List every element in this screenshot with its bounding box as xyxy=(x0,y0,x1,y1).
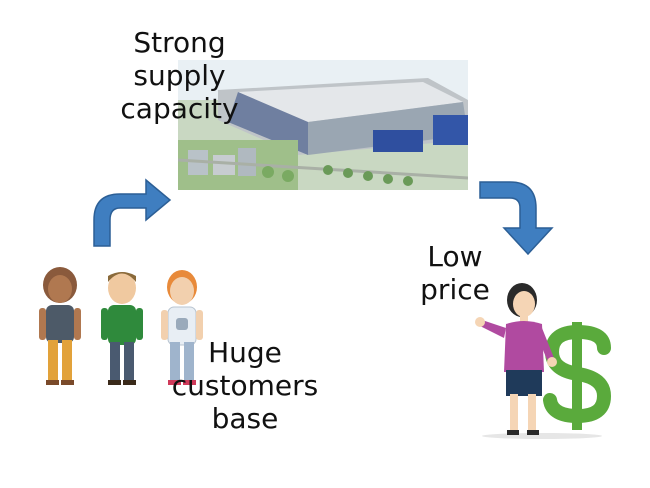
supply-capacity-label: Strong supply capacity xyxy=(120,26,239,125)
curved-arrow-right-down-icon xyxy=(479,181,554,256)
dollar-sign-icon xyxy=(543,322,612,430)
three-men-illustration xyxy=(39,267,203,385)
smiling-woman-illustration xyxy=(475,283,612,439)
customers-base-label: Huge customers base xyxy=(171,336,319,435)
low-price-label: Low price xyxy=(420,240,490,306)
curved-arrow-up-right-icon xyxy=(93,178,172,247)
customer-man-1 xyxy=(39,267,81,385)
customer-man-2 xyxy=(101,272,143,385)
factory-aerial-image xyxy=(178,60,468,190)
customer-man-3 xyxy=(161,270,203,385)
